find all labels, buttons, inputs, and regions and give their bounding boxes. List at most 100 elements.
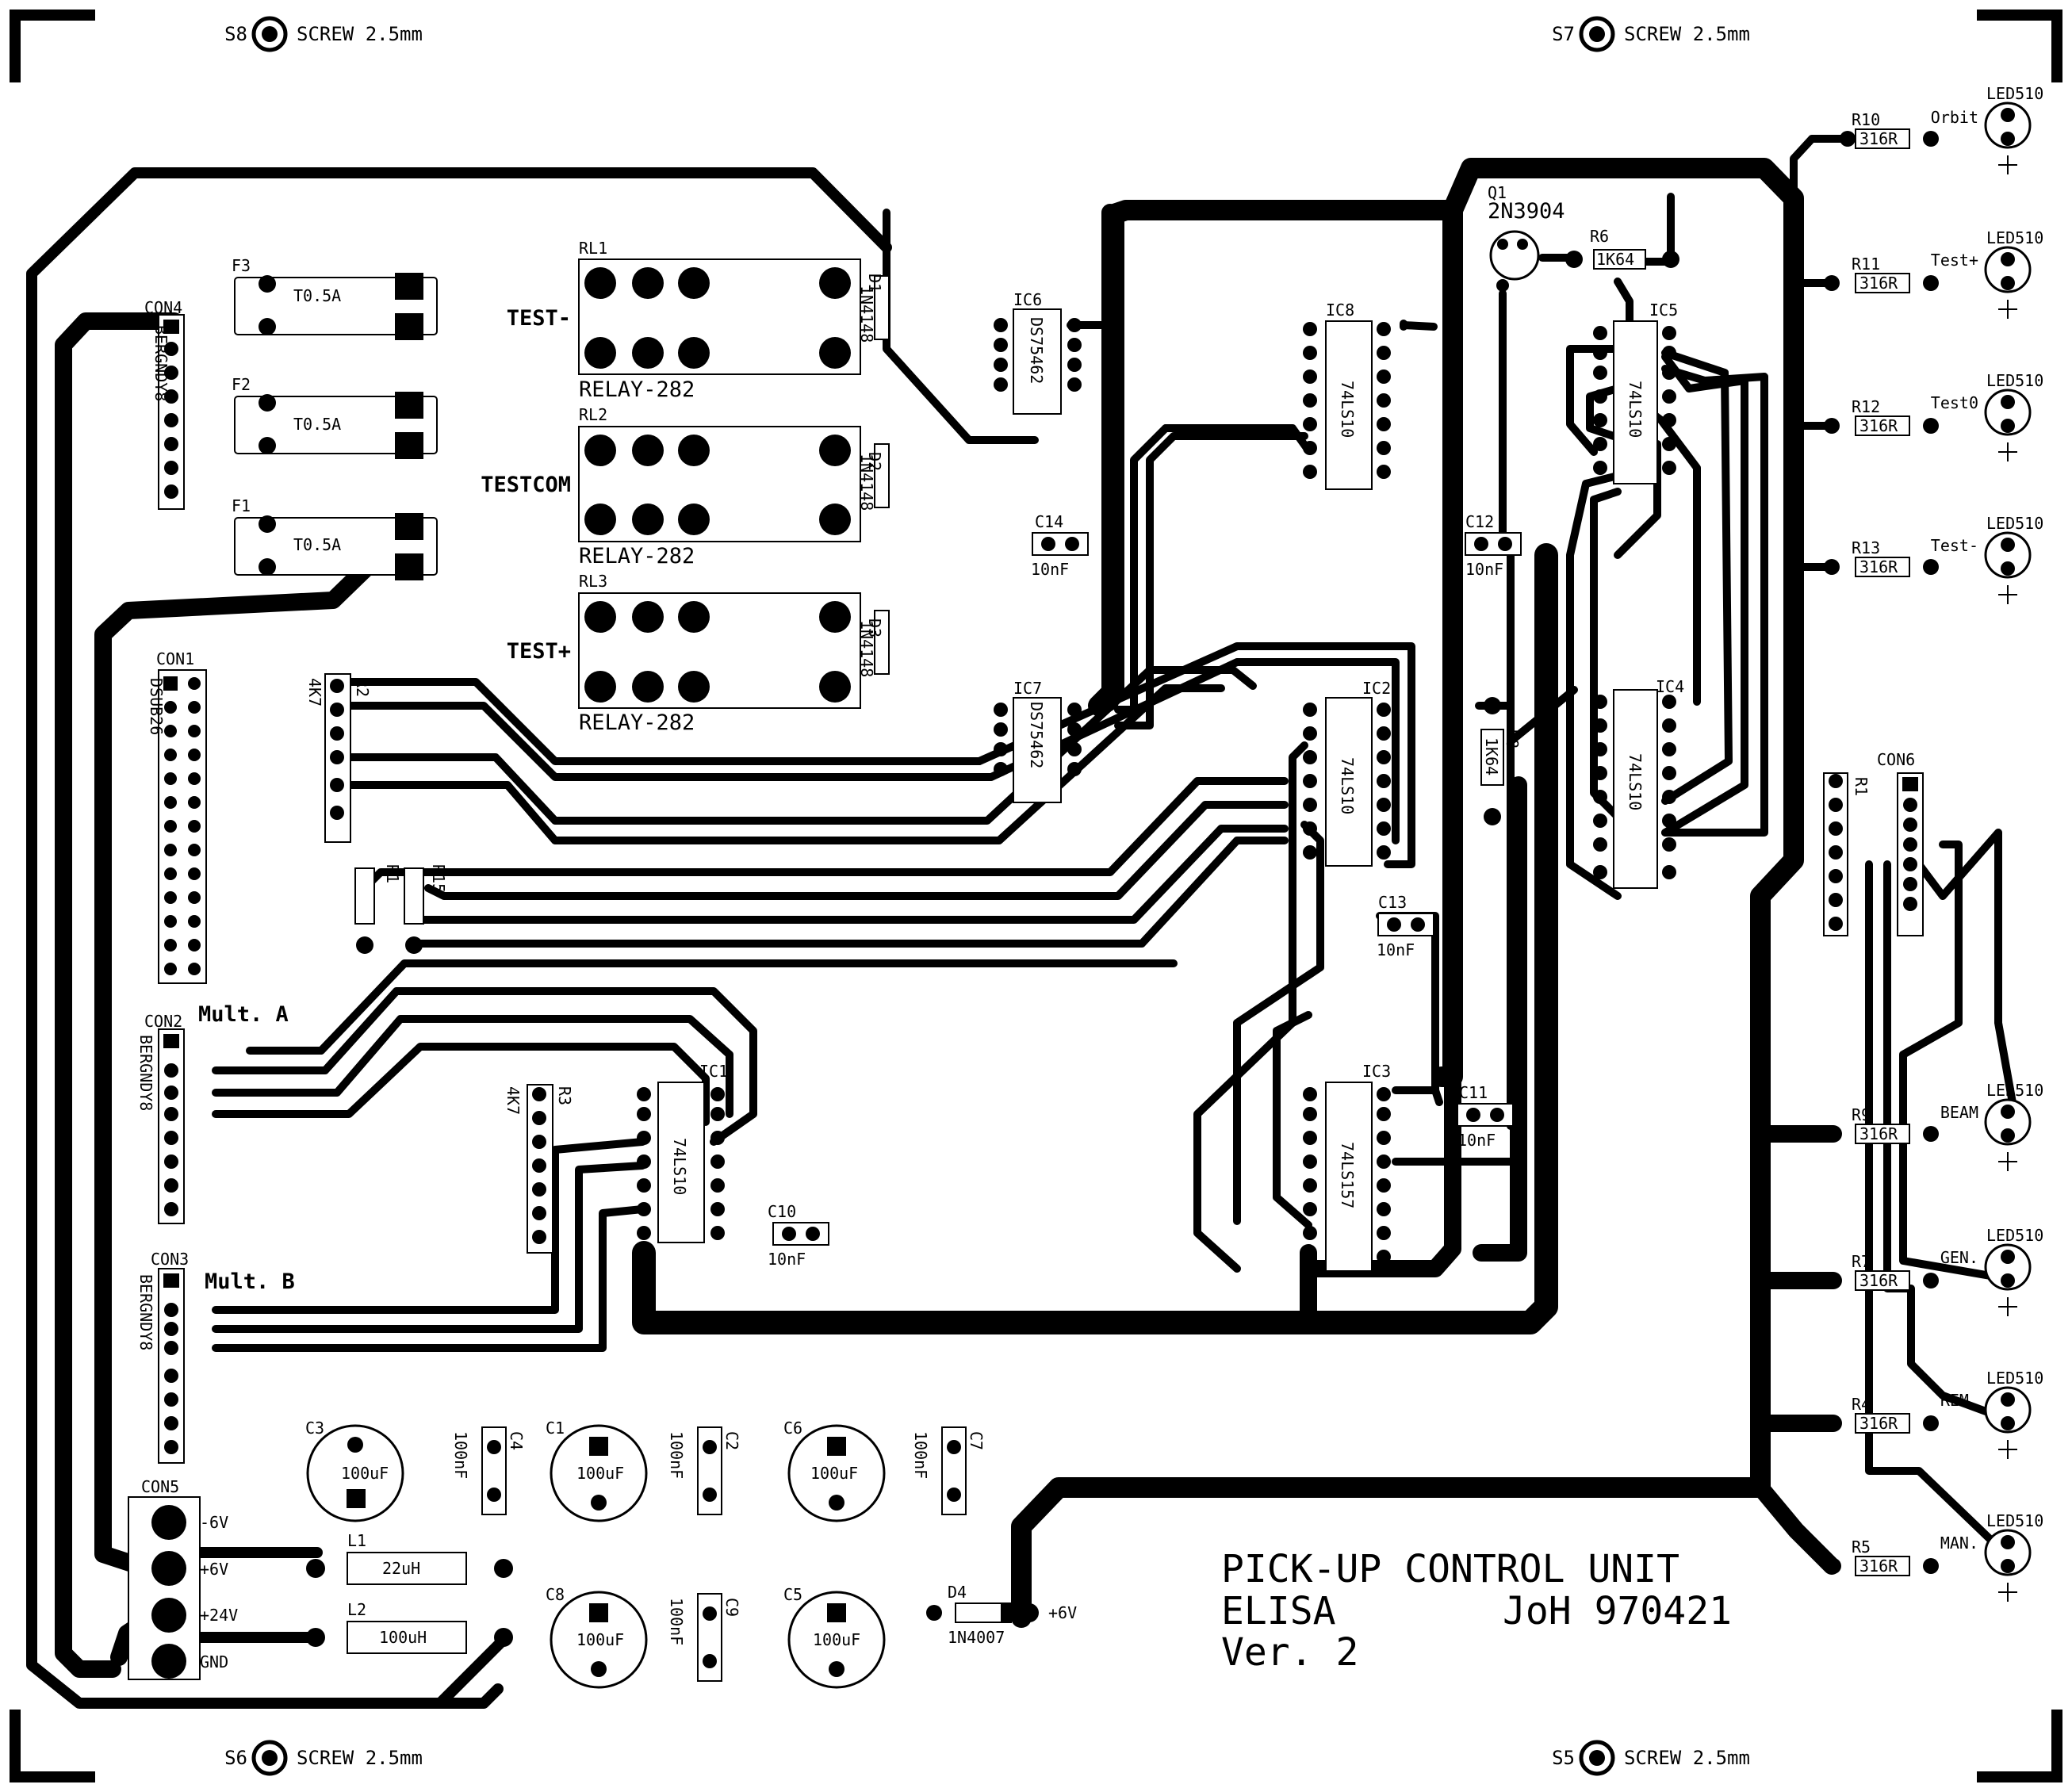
capacitor-ref: C5 xyxy=(783,1585,802,1604)
resistor-r6: R6 1K64 xyxy=(1565,227,1679,270)
fuse-ref: F1 xyxy=(232,496,251,515)
led-label: BEAM xyxy=(1940,1103,1978,1122)
relay-rl3: RL3 RELAY-282 TEST+ D3 1N4148 xyxy=(507,572,890,735)
led-man: LED510 MAN. xyxy=(1940,1511,2043,1602)
capacitor-value: 10nF xyxy=(1465,560,1503,579)
relay-rl2: RL2 RELAY-282 TESTCOM D2 1N4148 xyxy=(481,405,890,569)
screw-ref: S5 xyxy=(1552,1747,1575,1769)
diode-ref: D1 xyxy=(865,274,884,293)
led-test-minus: LED510 Test- xyxy=(1931,514,2043,604)
connector-pin-label: GND xyxy=(200,1652,228,1671)
led-ref: LED510 xyxy=(1986,371,2043,390)
screw-label: SCREW 2.5mm xyxy=(297,23,423,45)
led-ref: LED510 xyxy=(1986,1226,2043,1245)
resistor-value: 4K7 xyxy=(504,1086,523,1115)
connector-part: BERGNDY8 xyxy=(151,325,170,401)
resistor-ref: R11 xyxy=(1852,255,1880,274)
title-author-date: JoH 970421 xyxy=(1503,1589,1732,1633)
transistor-q1: Q1 2N3904 xyxy=(1488,183,1565,292)
screw-ref: S6 xyxy=(224,1747,247,1769)
capacitor-c7: C7 100nF xyxy=(911,1426,986,1515)
resistor-ref: R15 xyxy=(429,864,448,893)
connector-con6: CON6 xyxy=(1877,750,1924,936)
connector-ref: CON6 xyxy=(1877,750,1915,769)
capacitor-c5: C5 100uF xyxy=(783,1585,886,1689)
resistor-r9: R9 316R xyxy=(1825,1105,1939,1144)
connector-con4: CON4 BERGNDY8 xyxy=(144,298,185,510)
screw-s6: S6 SCREW 2.5mm xyxy=(224,1740,423,1776)
ic-part: 74LS10 xyxy=(670,1138,689,1195)
capacitor-value: 10nF xyxy=(1457,1131,1496,1150)
capacitor-ref: C14 xyxy=(1035,512,1063,531)
fuse-value: T0.5A xyxy=(293,535,341,554)
screw-s5: S5 SCREW 2.5mm xyxy=(1552,1740,1750,1776)
inductor-value: 22uH xyxy=(382,1559,420,1578)
led-label: MAN. xyxy=(1940,1534,1978,1553)
capacitor-value: 100uF xyxy=(813,1630,860,1649)
capacitor-ref: C2 xyxy=(722,1431,741,1450)
capacitor-ref: C4 xyxy=(507,1431,526,1450)
connector-pin-label: +24V xyxy=(200,1606,238,1625)
connector-con1: CON1 DSUB26 xyxy=(147,649,207,984)
ic-part: 74LS10 xyxy=(1626,381,1645,438)
resistor-ref: R1 xyxy=(383,864,402,883)
capacitor-ref: C11 xyxy=(1459,1083,1488,1102)
fuse-value: T0.5A xyxy=(293,415,341,434)
connector-con3: CON3 BERGNDY8 Mult. B xyxy=(136,1250,295,1464)
ic-ref: IC6 xyxy=(1013,290,1042,309)
capacitor-value: 100nF xyxy=(667,1598,686,1645)
capacitor-ref: C12 xyxy=(1465,512,1494,531)
capacitor-value: 10nF xyxy=(768,1250,806,1269)
ic-part: DS75462 xyxy=(1027,702,1046,768)
connector-part: BERGNDY8 xyxy=(136,1035,155,1111)
resistor-r11: R11 316R xyxy=(1824,255,1939,293)
capacitor-c14: C14 10nF xyxy=(1031,512,1089,579)
diode-ref: D2 xyxy=(865,452,884,471)
diode-part: 1N4007 xyxy=(948,1628,1005,1647)
led-ref: LED510 xyxy=(1986,1511,2043,1530)
title-version: Ver. 2 xyxy=(1221,1630,1358,1675)
capacitor-value: 100nF xyxy=(667,1431,686,1479)
connector-ref: CON5 xyxy=(141,1477,179,1496)
resistor-network-r3: R3 4K7 xyxy=(504,1084,574,1254)
connector-ref: CON1 xyxy=(156,649,194,668)
diode-ref: D4 xyxy=(948,1583,967,1602)
resistor-network-r2: R2 4K7 xyxy=(305,673,372,843)
led-label: Test- xyxy=(1931,536,1978,555)
relay-signal: TEST+ xyxy=(507,639,571,664)
led-ref: LED510 xyxy=(1986,1081,2043,1100)
inductor-l1: L1 22uH xyxy=(306,1531,513,1585)
capacitor-c12: C12 10nF xyxy=(1465,512,1522,579)
resistor-r8: R8 1K64 xyxy=(1480,697,1522,825)
title-line2: ELISA xyxy=(1221,1589,1336,1633)
led-label: GEN. xyxy=(1940,1248,1978,1267)
resistor-value: 316R xyxy=(1859,1557,1898,1576)
resistor-value: 316R xyxy=(1859,557,1898,576)
fuse-f1: F1 T0.5A xyxy=(232,496,438,580)
resistor-ref: R3 xyxy=(555,1086,574,1105)
diode-part: 1N4148 xyxy=(857,454,876,511)
inductor-ref: L1 xyxy=(347,1531,366,1550)
capacitor-ref: C8 xyxy=(546,1585,565,1604)
resistor-r13: R13 316R xyxy=(1824,538,1939,577)
capacitor-value: 100uF xyxy=(576,1630,624,1649)
connector-ref: CON4 xyxy=(144,298,182,317)
resistor-r4: R4 316R xyxy=(1825,1395,1939,1434)
ic-part: 74LS10 xyxy=(1626,753,1645,810)
capacitor-value: 10nF xyxy=(1377,940,1415,959)
led-label: REM. xyxy=(1940,1391,1978,1410)
fuse-ref: F3 xyxy=(232,256,251,275)
resistor-network-rnet: R1 xyxy=(1823,772,1871,936)
led-gen: LED510 GEN. xyxy=(1940,1226,2043,1316)
resistor-value: 316R xyxy=(1859,416,1898,435)
corner-marks xyxy=(10,10,2062,1782)
led-ref: LED510 xyxy=(1986,514,2043,533)
capacitor-value: 100nF xyxy=(911,1431,930,1479)
capacitor-ref: C6 xyxy=(783,1419,802,1438)
connector-label: Mult. A xyxy=(198,1002,289,1027)
capacitor-value: 10nF xyxy=(1031,560,1069,579)
ic-part: 74LS10 xyxy=(1338,757,1357,814)
connector-pin-label: +6V xyxy=(200,1560,228,1579)
screw-s7: S7 SCREW 2.5mm xyxy=(1552,16,1750,52)
